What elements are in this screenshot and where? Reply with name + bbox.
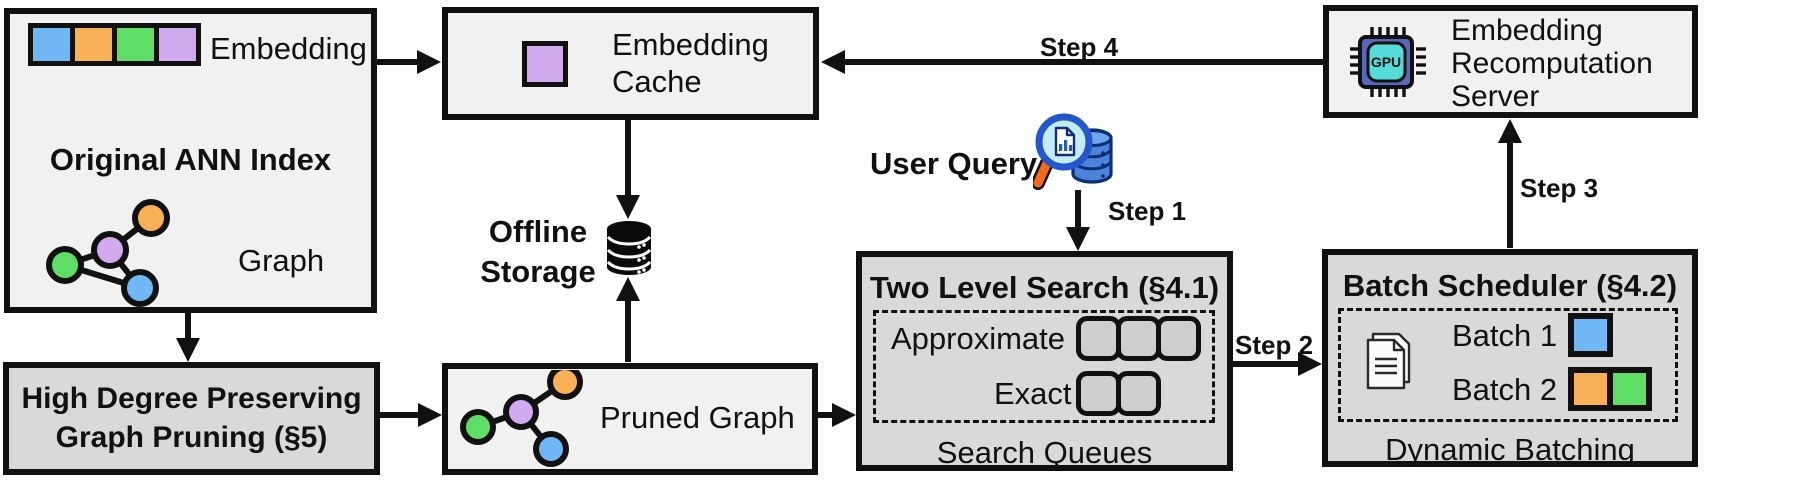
pruned-graph-icon xyxy=(460,370,583,467)
step1-label: Step 1 xyxy=(1108,196,1187,226)
embedding-label: Embedding xyxy=(210,31,367,66)
step4-label: Step 4 xyxy=(1040,32,1119,62)
pruned-graph-label: Pruned Graph xyxy=(600,400,795,435)
cached-embedding-square xyxy=(522,41,568,87)
batch-square-blue xyxy=(1568,313,1613,357)
batch-scheduler-box: Batch Scheduler (§4.2) Batch 1 Batch 2 xyxy=(1322,249,1698,467)
graph-node-purple xyxy=(503,394,539,430)
search-queues-dashed-box: Approximate Exact xyxy=(873,310,1215,423)
batch1-squares xyxy=(1568,313,1613,357)
batch2-squares xyxy=(1568,367,1652,411)
graph-node-green xyxy=(46,246,84,284)
graph-node-blue xyxy=(121,269,159,307)
queue-slot xyxy=(1156,316,1201,361)
exact-queue-slots xyxy=(1076,371,1161,416)
gpu-chip-label: GPU xyxy=(1371,54,1401,70)
exact-label: Exact xyxy=(994,376,1072,411)
embedding-cache-box: Embedding Cache xyxy=(442,7,819,120)
queue-slot xyxy=(1076,371,1121,416)
embedding-cell-orange xyxy=(75,28,112,61)
graph-label: Graph xyxy=(238,243,325,278)
graph-node-purple xyxy=(91,231,129,269)
approximate-label: Approximate xyxy=(891,321,1066,356)
embedding-cell-blue xyxy=(33,28,70,61)
graph-node-green xyxy=(460,409,496,445)
user-query-icon xyxy=(1033,113,1113,190)
gpu-chip-icon: GPU xyxy=(1350,27,1426,97)
batch-square-orange xyxy=(1568,367,1613,411)
embedding-cell-green xyxy=(117,28,154,61)
documents-icon xyxy=(1366,332,1411,390)
embedding-cache-label: Embedding Cache xyxy=(612,27,769,99)
user-query-label: User Query xyxy=(870,146,1038,181)
step3-label: Step 3 xyxy=(1520,173,1599,203)
search-queues-caption: Search Queues xyxy=(936,435,1153,470)
graph-node-orange xyxy=(547,370,583,400)
graph-node-blue xyxy=(533,431,569,467)
recomputation-server-label: Embedding Recomputation Server xyxy=(1451,14,1653,113)
dynamic-batching-dashed-box: Batch 1 Batch 2 xyxy=(1338,308,1678,422)
original-ann-index-box: Embedding Original ANN Index Graph xyxy=(4,8,377,313)
high-degree-pruning-label: High Degree Preserving Graph Pruning (§5… xyxy=(21,382,362,454)
batch1-label: Batch 1 xyxy=(1452,318,1558,353)
embedding-cell-purple xyxy=(159,28,196,61)
queue-slot xyxy=(1116,316,1161,361)
batch2-label: Batch 2 xyxy=(1452,372,1558,407)
batch-square-green xyxy=(1607,367,1652,411)
offline-storage-label: Offline Storage xyxy=(480,214,596,289)
offline-storage-icon xyxy=(606,221,652,275)
high-degree-pruning-box: High Degree Preserving Graph Pruning (§5… xyxy=(3,362,380,475)
recomputation-server-box: GPU Embedding Recomputation Server xyxy=(1323,5,1698,118)
dynamic-batching-caption: Dynamic Batching xyxy=(1385,432,1635,467)
two-level-search-title: Two Level Search (§4.1) xyxy=(869,270,1220,305)
queue-slot xyxy=(1076,316,1121,361)
original-ann-index-title: Original ANN Index xyxy=(49,142,332,177)
batch-scheduler-title: Batch Scheduler (§4.2) xyxy=(1342,268,1678,303)
ann-graph-icon xyxy=(46,199,170,307)
two-level-search-box: Two Level Search (§4.1) Approximate Exac… xyxy=(856,251,1233,471)
approximate-queue-slots xyxy=(1076,316,1201,361)
queue-slot xyxy=(1116,371,1161,416)
step2-label: Step 2 xyxy=(1235,330,1314,360)
pruned-graph-box: Pruned Graph xyxy=(442,363,818,475)
graph-node-orange xyxy=(132,199,170,237)
embedding-vector-strip xyxy=(28,23,201,66)
